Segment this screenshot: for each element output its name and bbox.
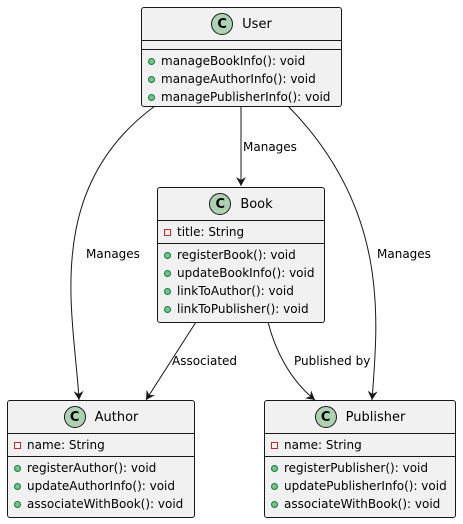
label-user-author: Manages [86,247,140,261]
method-text: registerBook(): void [177,248,296,262]
class-book: C Book title: String registerBook(): voi… [157,187,325,323]
method-row: updatePublisherInfo(): void [271,477,455,495]
method-text: registerAuthor(): void [27,461,157,475]
method-text: manageAuthorInfo(): void [161,72,316,86]
public-method-icon [148,93,155,101]
class-user-header: C User [142,8,341,41]
method-row: managePublisherInfo(): void [148,88,341,106]
method-row: updateBookInfo(): void [164,264,324,282]
class-author-methods: registerAuthor(): void updateAuthorInfo(… [8,457,194,515]
method-text: updateBookInfo(): void [177,266,315,280]
edge-user-author [70,105,156,401]
public-method-icon [164,287,171,295]
public-method-icon [164,269,171,277]
edge-book-author [145,321,197,401]
edge-book-publisher [267,321,316,401]
attribute-row: title: String [164,223,324,241]
public-method-icon [271,500,278,508]
method-row: linkToPublisher(): void [164,300,324,318]
method-row: registerPublisher(): void [271,459,455,477]
edge-user-publisher [287,105,378,401]
public-method-icon [148,57,155,65]
method-text: registerPublisher(): void [284,461,428,475]
public-method-icon [14,500,21,508]
class-author-name: Author [94,409,139,425]
private-field-icon [14,441,21,449]
attribute-text: name: String [27,438,105,452]
class-book-name: Book [240,196,273,212]
class-badge-icon: C [211,13,234,35]
class-badge-icon: C [209,193,232,215]
method-row: manageBookInfo(): void [148,52,341,70]
class-user: C User manageBookInfo(): void manageAuth… [141,7,342,107]
label-book-publisher: Published by [294,354,371,368]
method-text: associateWithBook(): void [284,497,441,511]
class-publisher-header: C Publisher [265,401,455,434]
method-text: updateAuthorInfo(): void [27,479,176,493]
public-method-icon [271,482,278,490]
public-method-icon [271,464,278,472]
public-method-icon [164,305,171,313]
private-field-icon [164,228,171,236]
class-publisher: C Publisher name: String registerPublish… [264,400,456,518]
public-method-icon [164,251,171,259]
private-field-icon [271,441,278,449]
method-text: manageBookInfo(): void [161,54,306,68]
public-method-icon [14,482,21,490]
method-row: associateWithBook(): void [14,495,194,513]
class-user-attributes [142,41,341,50]
method-text: updatePublisherInfo(): void [284,479,447,493]
class-user-methods: manageBookInfo(): void manageAuthorInfo(… [142,50,341,108]
method-row: linkToAuthor(): void [164,282,324,300]
class-publisher-methods: registerPublisher(): void updatePublishe… [265,457,455,515]
method-row: associateWithBook(): void [271,495,455,513]
class-user-name: User [242,16,272,32]
class-book-methods: registerBook(): void updateBookInfo(): v… [158,244,324,320]
method-text: associateWithBook(): void [27,497,184,511]
label-book-author: Associated [172,354,238,368]
public-method-icon [14,464,21,472]
method-text: managePublisherInfo(): void [161,90,331,104]
class-author-attributes: name: String [8,434,194,457]
class-publisher-attributes: name: String [265,434,455,457]
public-method-icon [148,75,155,83]
method-row: updateAuthorInfo(): void [14,477,194,495]
class-author-header: C Author [8,401,194,434]
attribute-text: title: String [177,225,245,239]
method-row: registerBook(): void [164,246,324,264]
class-badge-icon: C [314,406,337,428]
class-publisher-name: Publisher [345,409,406,425]
attribute-row: name: String [271,436,455,454]
method-row: manageAuthorInfo(): void [148,70,341,88]
method-text: linkToPublisher(): void [177,302,309,316]
class-badge-icon: C [63,406,86,428]
class-book-header: C Book [158,188,324,221]
class-book-attributes: title: String [158,221,324,244]
attribute-row: name: String [14,436,194,454]
method-row: registerAuthor(): void [14,459,194,477]
class-author: C Author name: String registerAuthor(): … [7,400,195,518]
attribute-text: name: String [284,438,362,452]
label-user-book: Manages [243,140,297,154]
method-text: linkToAuthor(): void [177,284,294,298]
label-user-publisher: Manages [377,247,431,261]
